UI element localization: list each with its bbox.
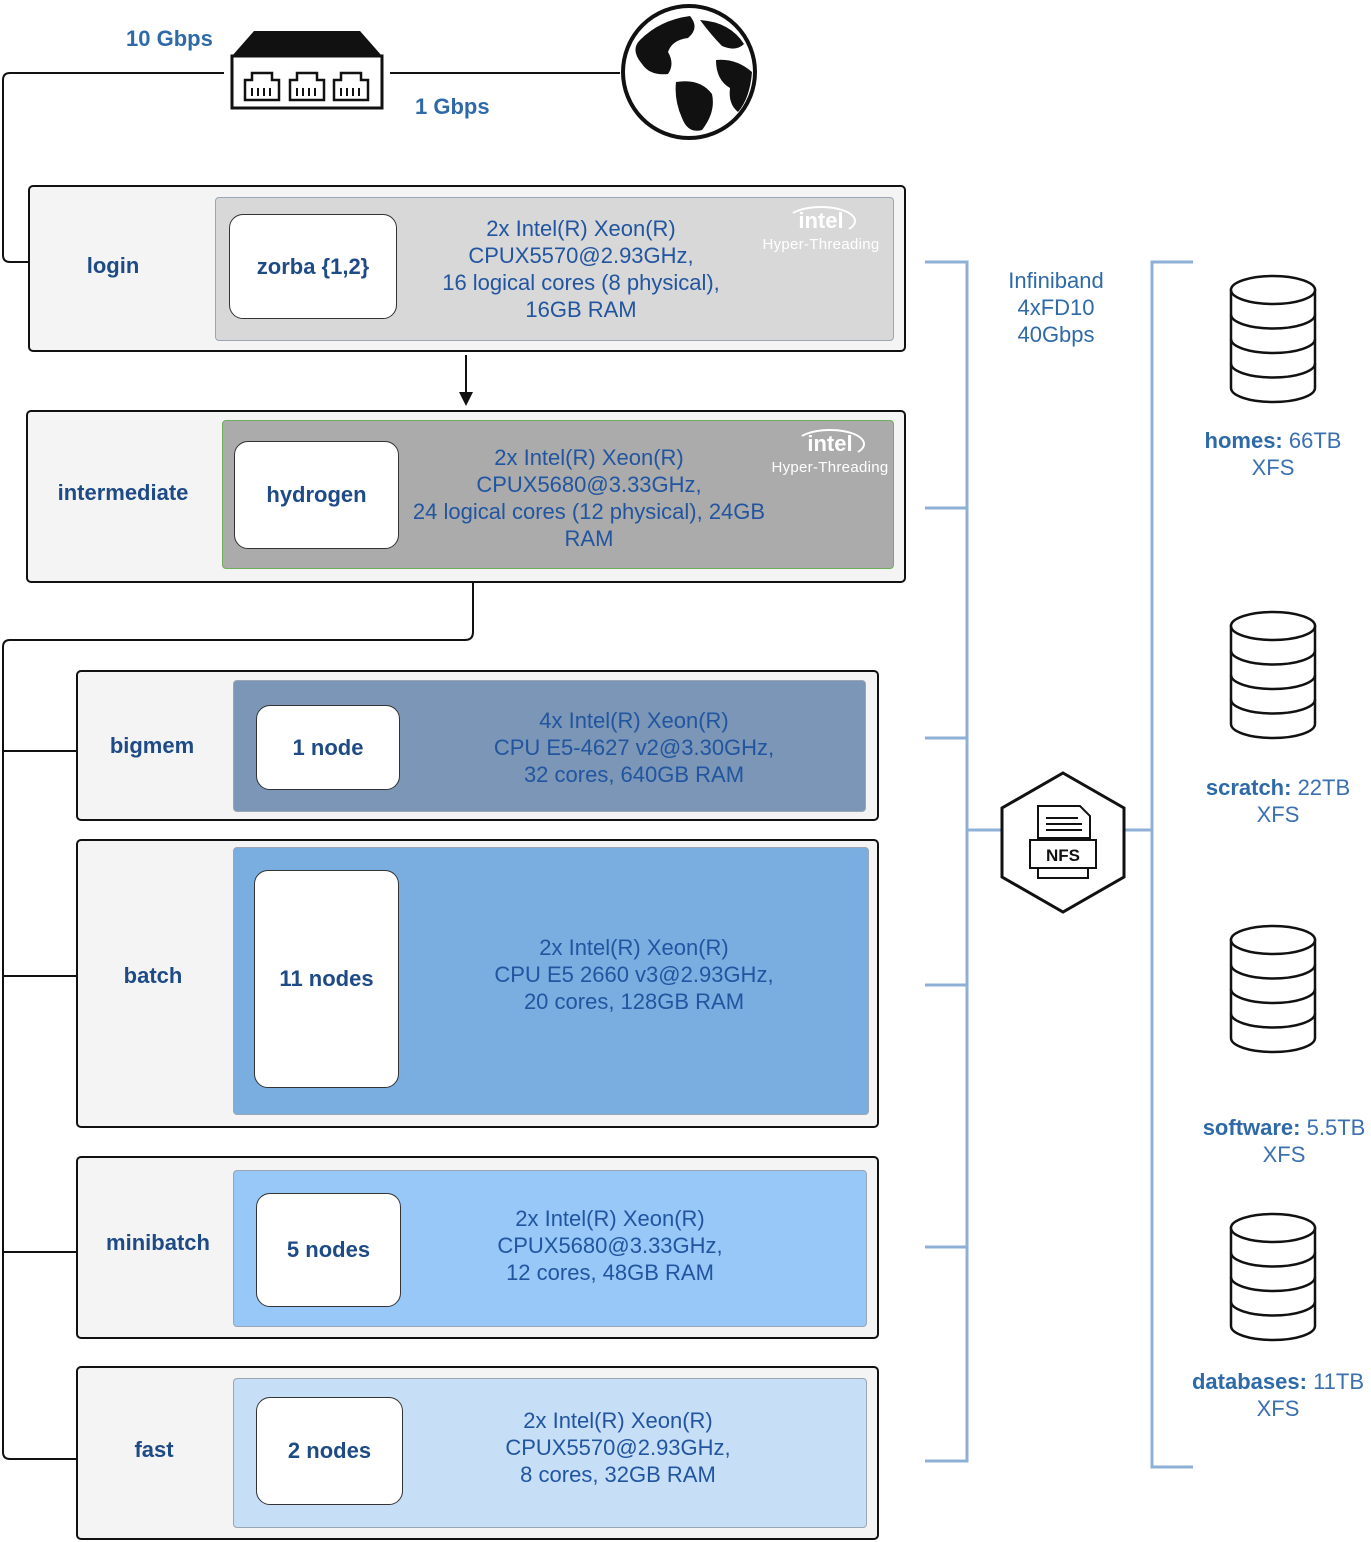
tier-login: login zorba {1,2} 2x Intel(R) Xeon(R) CP…	[28, 185, 906, 352]
internet-speed-label: 1 Gbps	[415, 94, 490, 119]
storage-fs: XFS	[1256, 1396, 1300, 1421]
spec-box: hydrogen 2x Intel(R) Xeon(R) CPUX5680@3.…	[222, 420, 894, 569]
tier-intermediate: intermediate hydrogen 2x Intel(R) Xeon(R…	[26, 410, 906, 583]
database-disk-icon	[1229, 924, 1317, 1054]
compute-tree-wire	[2, 583, 474, 1460]
spec-text: 2x Intel(R) Xeon(R) CPUX5570@2.93GHz, 16…	[442, 216, 720, 322]
spec-box: 5 nodes 2x Intel(R) Xeon(R) CPUX5680@3.3…	[233, 1170, 867, 1327]
node-box[interactable]: 5 nodes	[256, 1193, 401, 1307]
database-disk-icon	[1229, 274, 1317, 404]
infiniband-name: Infiniband	[1008, 268, 1104, 293]
spec-text: 2x Intel(R) Xeon(R) CPU E5 2660 v3@2.93G…	[494, 935, 774, 1014]
storage-size: 11TB	[1313, 1369, 1365, 1394]
spec-box: zorba {1,2} 2x Intel(R) Xeon(R) CPUX5570…	[215, 197, 894, 341]
tier-batch: batch 11 nodes 2x Intel(R) Xeon(R) CPU E…	[76, 839, 879, 1128]
database-disk-icon	[1229, 1212, 1317, 1342]
infiniband-label: Infiniband 4xFD10 40Gbps	[996, 267, 1116, 348]
tier-label: login	[86, 253, 140, 278]
storage-fs: XFS	[1251, 455, 1295, 480]
infiniband-type: 4xFD10	[1017, 295, 1095, 320]
infiniband-speed: 40Gbps	[1017, 322, 1095, 347]
database-disk-icon	[1229, 610, 1317, 740]
storage-fs: XFS	[1256, 802, 1300, 827]
uplink-speed-label: 10 Gbps	[126, 26, 213, 51]
storage-name: software:	[1202, 1115, 1301, 1140]
spec-text: 2x Intel(R) Xeon(R) CPUX5680@3.33GHz, 24…	[412, 445, 766, 551]
storage-bracket	[1124, 260, 1193, 1469]
node-box[interactable]: hydrogen	[234, 441, 399, 549]
storage-homes: homes: 66TB XFS	[1173, 427, 1371, 481]
tier-minibatch: minibatch 5 nodes 2x Intel(R) Xeon(R) CP…	[76, 1156, 879, 1339]
storage-name: databases:	[1191, 1369, 1307, 1394]
intel-logo-icon: intel	[795, 429, 865, 459]
tier-label: minibatch	[106, 1230, 210, 1255]
intel-feature-label: Hyper-Threading	[771, 459, 889, 476]
uplink-wire	[2, 72, 224, 263]
spec-text: 2x Intel(R) Xeon(R) CPUX5680@3.33GHz, 12…	[497, 1206, 723, 1285]
spec-text: 4x Intel(R) Xeon(R) CPU E5-4627 v2@3.30G…	[493, 708, 775, 787]
spec-box: 2 nodes 2x Intel(R) Xeon(R) CPUX5570@2.9…	[233, 1378, 867, 1528]
storage-size: 5.5TB	[1306, 1115, 1366, 1140]
tier-label: intermediate	[57, 480, 189, 505]
intel-hyperthreading-badge: intel Hyper-Threading	[765, 429, 895, 476]
storage-name: homes:	[1204, 428, 1283, 453]
tier-label: bigmem	[109, 733, 195, 758]
network-switch-icon	[230, 31, 384, 110]
tier-bigmem: bigmem 1 node 4x Intel(R) Xeon(R) CPU E5…	[76, 670, 879, 821]
nfs-hub-icon: NFS	[1000, 771, 1126, 914]
intel-hyperthreading-badge: intel Hyper-Threading	[756, 206, 886, 253]
node-box[interactable]: zorba {1,2}	[229, 214, 397, 319]
storage-scratch: scratch: 22TB XFS	[1178, 774, 1371, 828]
intel-logo-icon: intel	[786, 206, 856, 236]
storage-size: 22TB	[1297, 775, 1351, 800]
storage-software: software: 5.5TB XFS	[1184, 1114, 1371, 1168]
spec-box: 1 node 4x Intel(R) Xeon(R) CPU E5-4627 v…	[233, 680, 866, 812]
spec-text: 2x Intel(R) Xeon(R) CPUX5570@2.93GHz, 8 …	[505, 1408, 731, 1487]
storage-size: 66TB	[1288, 428, 1342, 453]
disk-stack-group	[1229, 274, 1317, 1342]
tier-label: fast	[134, 1437, 174, 1462]
nfs-hub-label: NFS	[1046, 846, 1080, 865]
storage-databases: databases: 11TB XFS	[1178, 1368, 1371, 1422]
infiniband-bracket	[925, 260, 1003, 1463]
node-box[interactable]: 2 nodes	[256, 1397, 403, 1505]
node-box[interactable]: 11 nodes	[254, 870, 399, 1088]
storage-name: scratch:	[1205, 775, 1292, 800]
node-box[interactable]: 1 node	[256, 705, 400, 790]
globe-icon	[621, 4, 757, 140]
storage-fs: XFS	[1262, 1142, 1306, 1167]
tier-label: batch	[123, 963, 183, 988]
tier-fast: fast 2 nodes 2x Intel(R) Xeon(R) CPUX557…	[76, 1366, 879, 1540]
intel-feature-label: Hyper-Threading	[762, 236, 880, 253]
spec-box: 11 nodes 2x Intel(R) Xeon(R) CPU E5 2660…	[233, 847, 869, 1115]
